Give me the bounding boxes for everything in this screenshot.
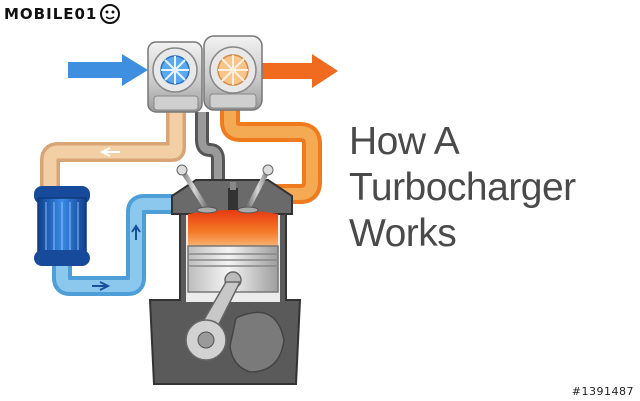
valve-icon [176, 164, 218, 214]
exhaust-arrow-icon [258, 54, 338, 88]
turbo-shaft-pipe [195, 112, 225, 184]
flow-arrow-icon [99, 147, 120, 157]
flow-arrow-icon [92, 281, 111, 291]
combustion-chamber [188, 210, 278, 246]
spark-plug-icon [228, 182, 238, 210]
diagram-title: How A Turbocharger Works [349, 119, 634, 257]
title-line-3: Works [349, 212, 457, 255]
face-logo-icon [100, 4, 121, 24]
exhaust-pipe [220, 108, 322, 204]
valve-icon [237, 164, 274, 214]
title-line-2: Turbocharger [349, 166, 576, 209]
intake-arrow-icon [68, 54, 148, 86]
brand-logo-text: MOBILE01 [4, 5, 98, 23]
brand-logo: MOBILE01 [4, 3, 121, 25]
turbo-compressor-icon [147, 41, 203, 113]
image-id-watermark: #1391487 [571, 385, 634, 398]
intercooler-icon [34, 186, 90, 266]
compressor-outlet-pipe [40, 110, 186, 186]
flow-arrow-icon [131, 224, 141, 240]
turbo-turbine-icon [203, 35, 263, 111]
intercooler-outlet-pipe [52, 194, 196, 296]
connecting-rod-icon [185, 281, 285, 373]
title-line-1: How A [349, 120, 460, 163]
